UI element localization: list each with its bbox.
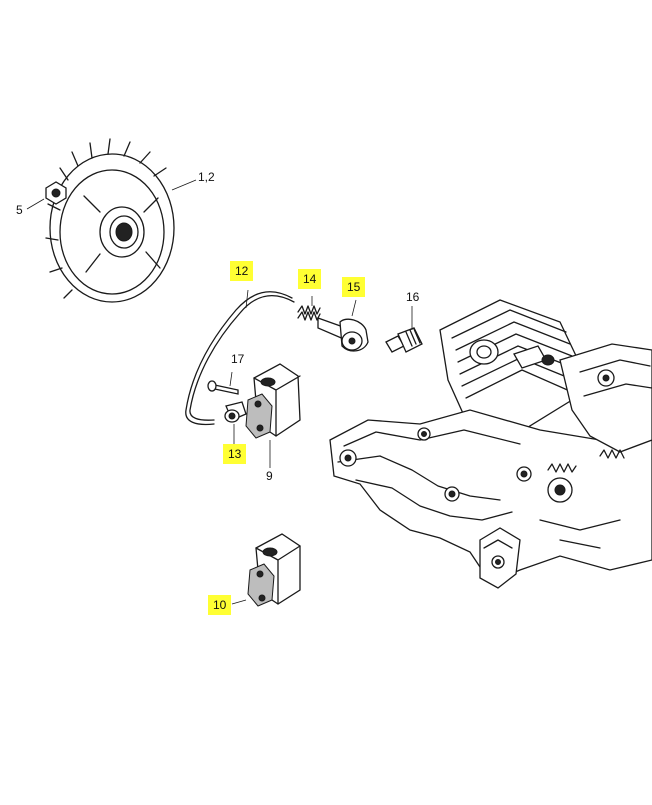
nut (26, 181, 67, 210)
flywheel (45, 138, 197, 303)
callout-17: 17 (231, 352, 245, 366)
spark-plug (385, 306, 423, 353)
callout-10: 10 (208, 595, 232, 615)
callout-13: 13 (223, 444, 247, 464)
engine-housing (329, 299, 652, 589)
ignition-lead (185, 289, 295, 426)
callout-12: 12 (230, 261, 254, 281)
spark-plug-boot (317, 299, 369, 352)
ignition-module-9 (245, 363, 301, 468)
bolt (207, 371, 239, 395)
ignition-module-10 (231, 533, 301, 607)
callout-14: 14 (298, 269, 322, 289)
terminal (224, 401, 247, 444)
callout-9: 9 (266, 469, 273, 483)
callout-16: 16 (406, 290, 420, 304)
callout-1-2: 1,2 (198, 170, 215, 184)
callout-15: 15 (342, 277, 366, 297)
spring (297, 296, 321, 321)
callout-5: 5 (16, 203, 23, 217)
